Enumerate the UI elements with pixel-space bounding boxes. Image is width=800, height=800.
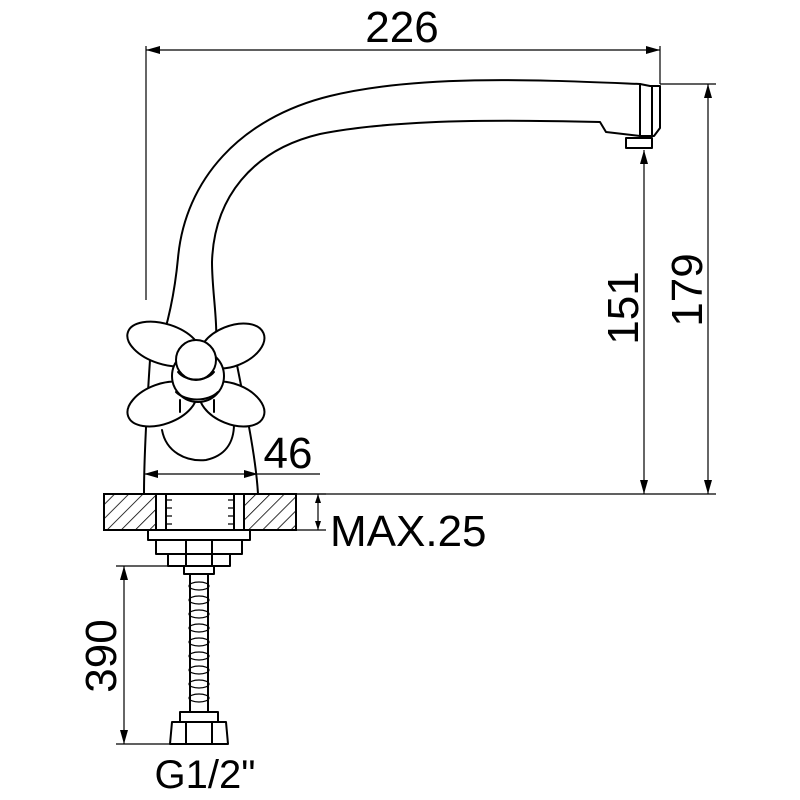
thread-size-label: G1/2" [155, 753, 256, 797]
hose-length-dimension: 390 [77, 565, 184, 745]
width-label: 226 [365, 3, 438, 52]
height-dimensions: 151 179 [230, 83, 716, 495]
mounting-nut [147, 529, 251, 575]
cross-handle[interactable] [121, 313, 271, 435]
max-countertop-label: MAX.25 [330, 507, 487, 556]
overall-height-label: 179 [663, 253, 712, 326]
aerator [625, 137, 653, 149]
spout-height-label: 151 [599, 271, 648, 344]
flexible-hose [169, 573, 229, 745]
width-dimension: 226 [145, 3, 661, 300]
hose-length-label: 390 [77, 619, 126, 692]
base-diameter-dimension: 46 [144, 429, 320, 478]
base-diameter-label: 46 [264, 429, 313, 478]
countertop-section: MAX.25 [103, 493, 487, 556]
faucet-spout [157, 79, 661, 357]
